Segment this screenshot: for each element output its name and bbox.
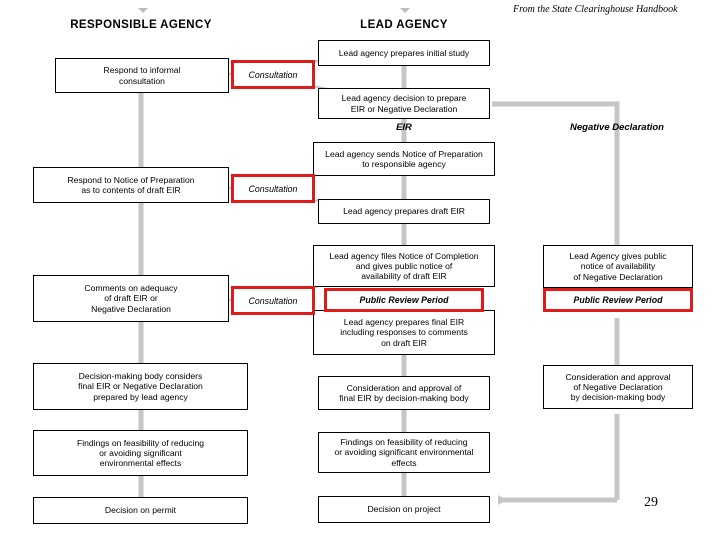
column-header-responsible-agency: RESPONSIBLE AGENCY — [70, 19, 212, 31]
box-consideration-negdec[interactable]: Consideration and approval of Negative D… — [543, 365, 693, 409]
highlight-consultation-1[interactable]: Consultation — [231, 60, 315, 89]
highlight-consultation-2[interactable]: Consultation — [231, 174, 315, 203]
box-prepares-final-eir[interactable]: Lead agency prepares final EIR including… — [313, 310, 495, 355]
source-credit: From the State Clearinghouse Handbook — [513, 4, 678, 15]
branch-label-negative-declaration: Negative Declaration — [570, 122, 664, 133]
responsible-agency-tick — [138, 8, 148, 13]
highlight-consultation-3[interactable]: Consultation — [231, 286, 315, 315]
box-decision-permit[interactable]: Decision on permit — [33, 497, 248, 524]
branch-label-eir: EIR — [396, 122, 412, 133]
box-respond-nop[interactable]: Respond to Notice of Preparation as to c… — [33, 167, 229, 203]
box-initial-study[interactable]: Lead agency prepares initial study — [318, 40, 490, 66]
box-findings-feasibility-left[interactable]: Findings on feasibility of reducing or a… — [33, 430, 248, 476]
highlight-public-review-eir[interactable]: Public Review Period — [324, 288, 484, 312]
lead-agency-tick — [400, 8, 410, 13]
box-sends-nop[interactable]: Lead agency sends Notice of Preparation … — [313, 142, 495, 176]
column-header-lead-agency: LEAD AGENCY — [360, 19, 448, 31]
box-decision-prepare[interactable]: Lead agency decision to prepare EIR or N… — [318, 88, 490, 119]
box-consideration-final-eir[interactable]: Consideration and approval of final EIR … — [318, 376, 490, 410]
box-prepares-draft-eir[interactable]: Lead agency prepares draft EIR — [318, 199, 490, 224]
box-public-notice-negdec[interactable]: Lead Agency gives public notice of avail… — [543, 245, 693, 288]
box-findings-feasibility-center[interactable]: Findings on feasibility of reducing or a… — [318, 432, 490, 473]
box-decision-body-considers[interactable]: Decision-making body considers final EIR… — [33, 363, 248, 410]
box-respond-informal[interactable]: Respond to informal consultation — [55, 58, 229, 93]
box-comments-adequacy[interactable]: Comments on adequacy of draft EIR or Neg… — [33, 275, 229, 322]
highlight-public-review-negdec[interactable]: Public Review Period — [543, 288, 693, 312]
page-number: 29 — [644, 495, 658, 510]
box-notice-completion[interactable]: Lead agency files Notice of Completion a… — [313, 245, 495, 287]
box-decision-project[interactable]: Decision on project — [318, 496, 490, 523]
